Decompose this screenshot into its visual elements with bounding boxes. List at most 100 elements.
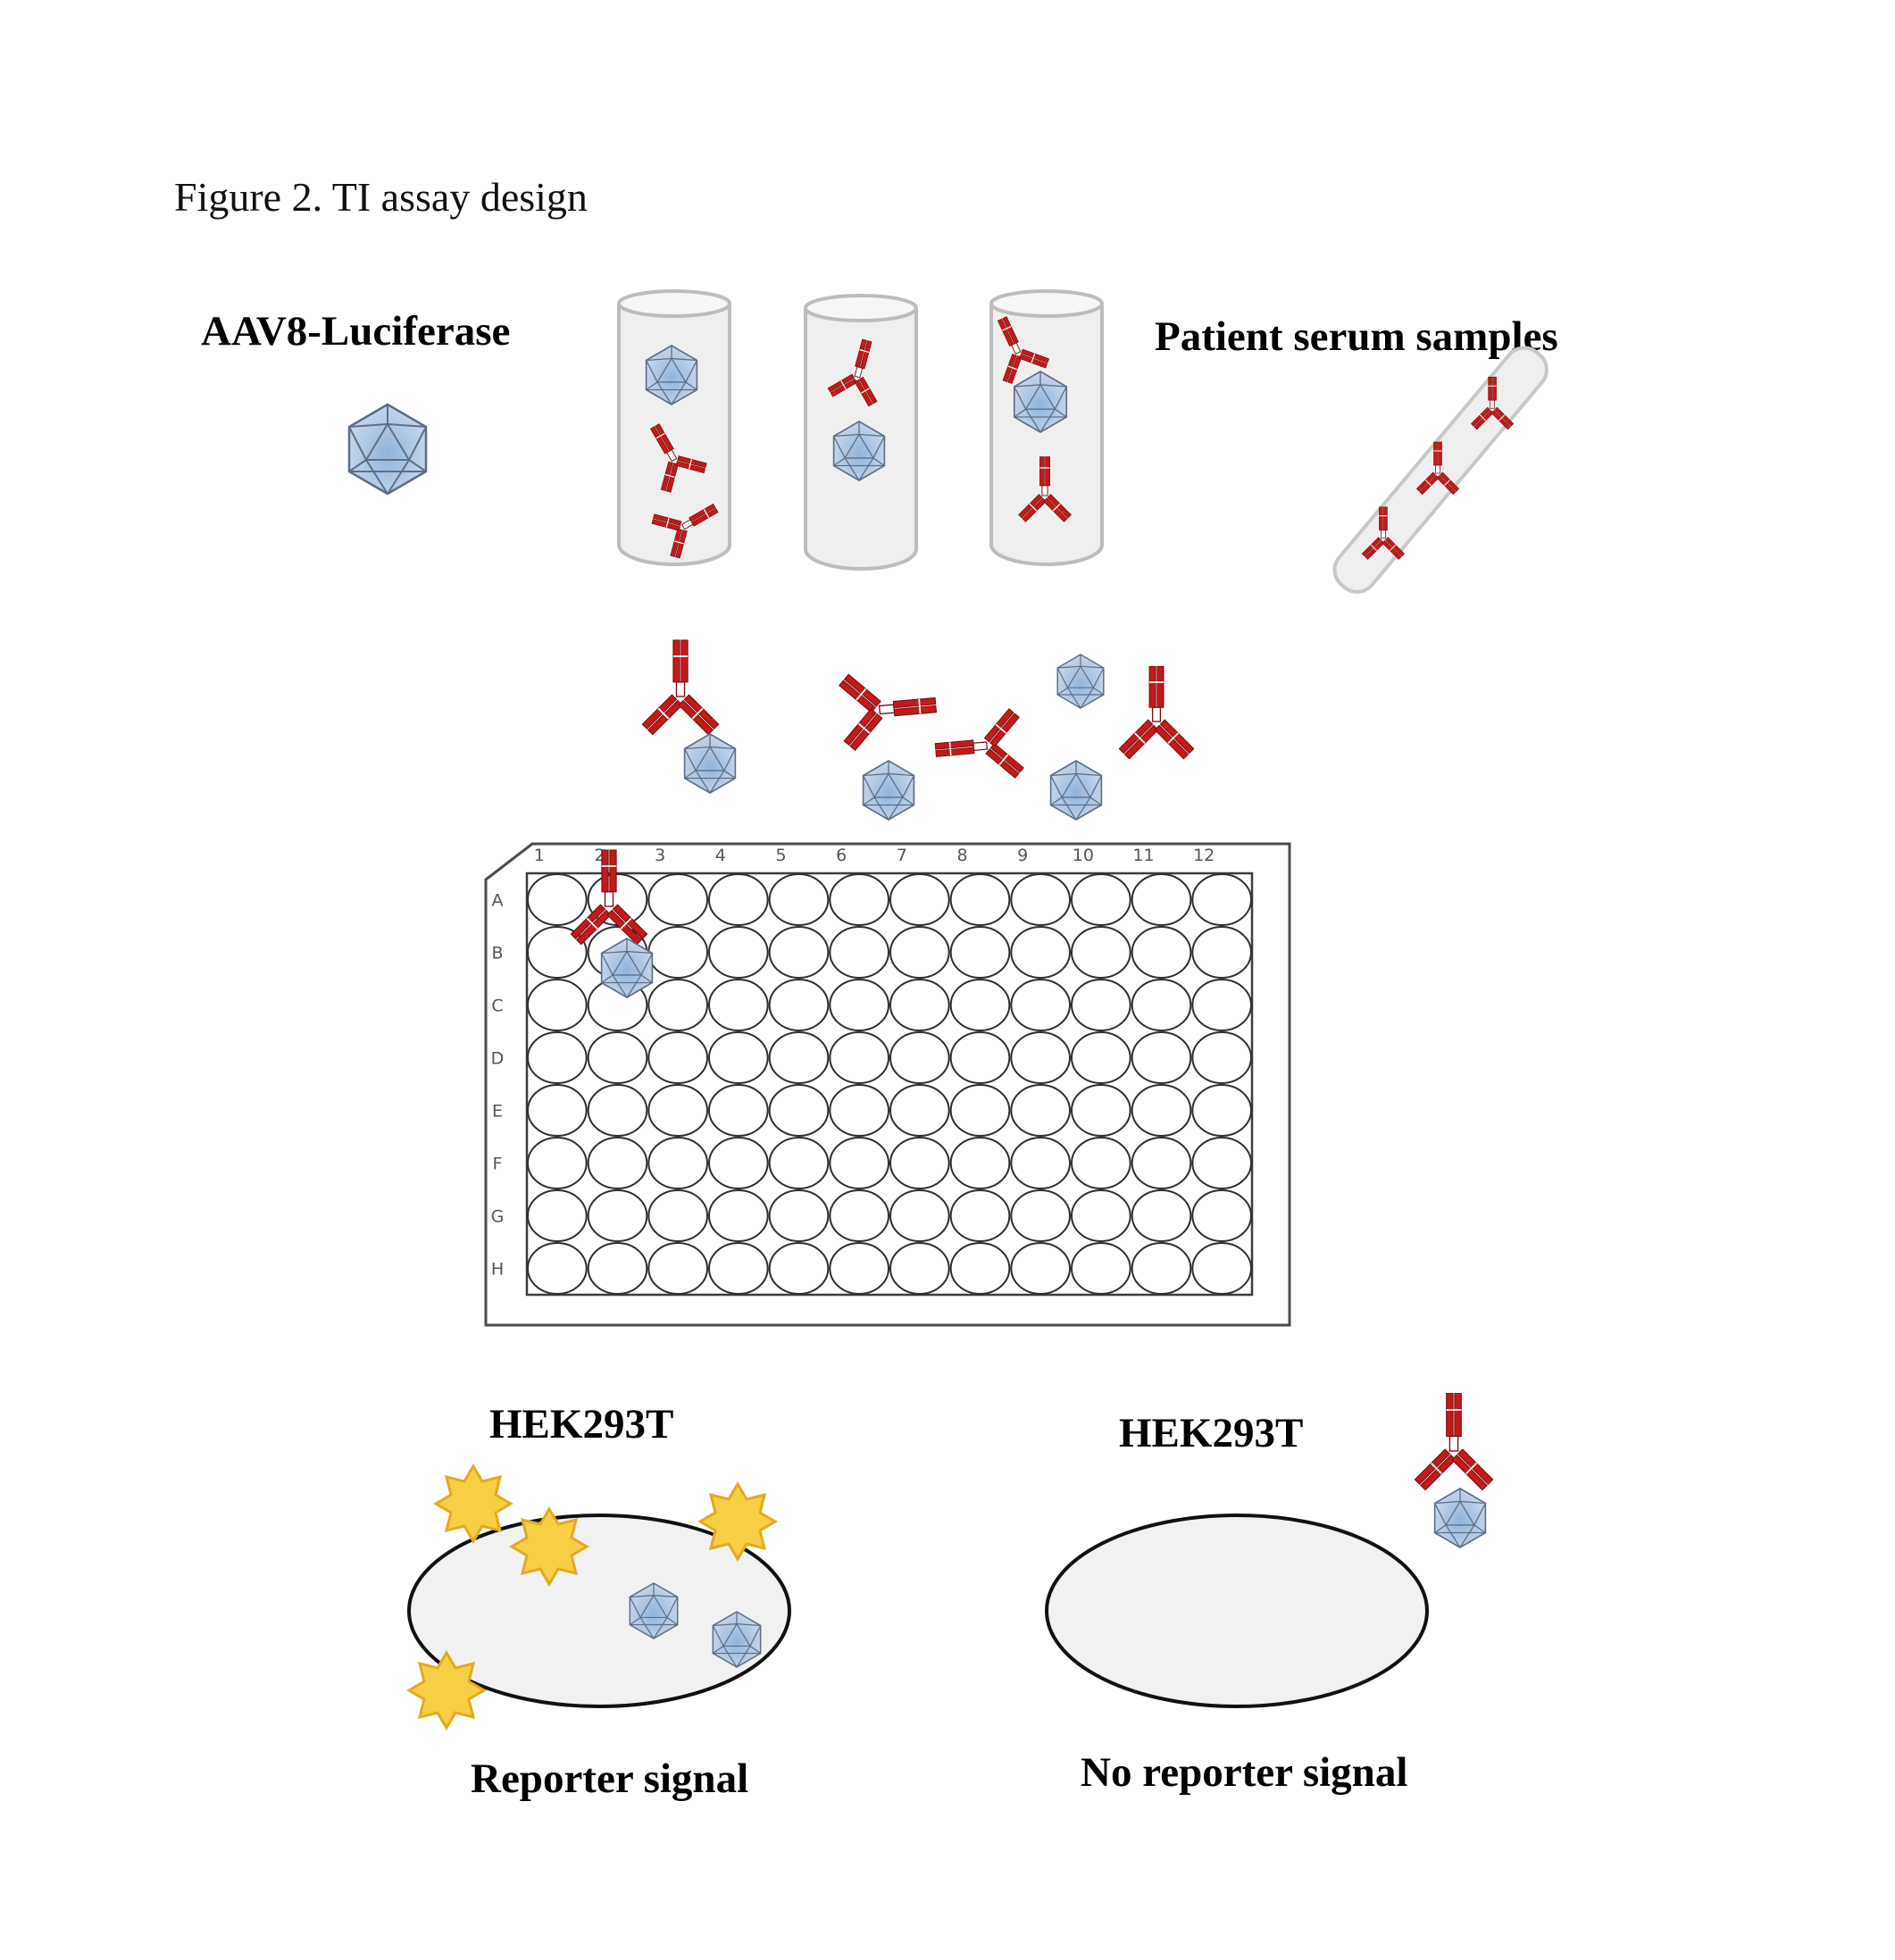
cell-with-signal: HEK293T Reporter signal (407, 1401, 791, 1802)
plate-well (1191, 1084, 1252, 1137)
plate-well (647, 1242, 709, 1295)
plate-well (829, 873, 890, 926)
cell-label-right: HEK293T (1119, 1410, 1303, 1456)
aav-capsid-icon (1056, 654, 1105, 709)
reporter-star-icon (434, 1464, 513, 1543)
plate-well (647, 926, 709, 979)
plate-well (889, 1084, 950, 1137)
plate-well (829, 926, 890, 979)
cell-label-left: HEK293T (489, 1401, 673, 1447)
plate-well (1131, 979, 1192, 1031)
plate-well (587, 1031, 648, 1084)
plate-column-label: 5 (775, 846, 786, 865)
plate-well (527, 1242, 588, 1295)
plate-well (527, 1031, 588, 1084)
aav-capsid-icon (683, 733, 737, 794)
plate-well (768, 873, 830, 926)
result-label-right: No reporter signal (1081, 1749, 1407, 1796)
plate-well (587, 1084, 648, 1137)
plate-well (768, 979, 830, 1031)
plate-well (708, 1137, 769, 1189)
plate-well (527, 1189, 588, 1242)
serum-label: Patient serum samples (1155, 313, 1558, 360)
plate-row-label: F (493, 1155, 503, 1174)
plate-well (1191, 926, 1252, 979)
plate-row-label: A (492, 891, 504, 911)
aav-capsid-icon (1433, 1488, 1487, 1548)
sample-tube-3 (978, 289, 1104, 566)
plate-well (1131, 1031, 1192, 1084)
aav-capsid-icon (347, 403, 428, 496)
plate-well (647, 979, 709, 1031)
plate-well (1071, 979, 1131, 1031)
aav-capsid-icon (862, 760, 915, 821)
aav-capsid-icon (1049, 760, 1103, 821)
plate-well (889, 926, 950, 979)
plate-well (1191, 1031, 1252, 1084)
plate-well (768, 926, 830, 979)
plate-well (768, 1031, 830, 1084)
plate-well (708, 926, 769, 979)
plate-column-label: 7 (897, 846, 907, 865)
plate-well (587, 1189, 648, 1242)
plate-well (1071, 1031, 1131, 1084)
plate-well (708, 1031, 769, 1084)
antibody-icon (931, 707, 1025, 786)
plate-well (1191, 1137, 1252, 1189)
plate-well (708, 873, 769, 926)
result-label-left: Reporter signal (471, 1756, 748, 1802)
plate-well (1010, 1189, 1071, 1242)
plate-well (768, 1189, 830, 1242)
plate-well (949, 1242, 1011, 1295)
antibody-icon (641, 639, 720, 736)
plate-column-label: 3 (655, 846, 665, 865)
plate-well (1131, 1242, 1192, 1295)
plate-well (768, 1242, 830, 1295)
plate-well (1131, 1084, 1192, 1137)
plate-row-label: D (491, 1049, 505, 1069)
aav-label: AAV8-Luciferase (201, 308, 510, 354)
plate-well (1071, 1137, 1131, 1189)
plate-well (1191, 1189, 1252, 1242)
plate-well (829, 1137, 890, 1189)
plate-row-label: B (491, 944, 503, 963)
sample-tube-2 (804, 294, 918, 571)
plate-well (889, 1137, 950, 1189)
plate-row-label: G (491, 1207, 505, 1227)
plate-well (708, 1242, 769, 1295)
plate-column-label: 11 (1132, 846, 1154, 865)
plate-well (1191, 1242, 1252, 1295)
plate-well (949, 926, 1011, 979)
plate-well (889, 1189, 950, 1242)
plate-well (1131, 1137, 1192, 1189)
plate-column-label: 6 (836, 846, 847, 865)
plate-well (647, 873, 709, 926)
plate-well (527, 926, 588, 979)
sample-mixture (641, 639, 1195, 821)
figure-title: Figure 2. TI assay design (174, 174, 588, 220)
plate-well (889, 1242, 950, 1295)
plate-well (829, 979, 890, 1031)
plate-well (1010, 1084, 1071, 1137)
cell-without-signal: HEK293T No reporter signal (1045, 1392, 1494, 1796)
plate-row-label: H (491, 1260, 504, 1280)
reporter-star-icon (510, 1507, 589, 1586)
plate-well (1071, 926, 1131, 979)
plate-well (527, 1137, 588, 1189)
plate-well (1010, 873, 1071, 926)
plate-well (587, 1137, 648, 1189)
plate-row-label: C (491, 997, 503, 1016)
plate-column-label: 8 (956, 846, 967, 865)
plate-well (587, 1242, 648, 1295)
plate-well (889, 873, 950, 926)
serum-tube (1332, 346, 1549, 594)
reporter-star-icon (407, 1651, 486, 1730)
sample-tube-1 (617, 289, 731, 566)
plate-well (647, 1137, 709, 1189)
plate-well (1191, 873, 1252, 926)
plate-well (1071, 1189, 1131, 1242)
plate-well (829, 1242, 890, 1295)
plate-well (949, 1137, 1011, 1189)
